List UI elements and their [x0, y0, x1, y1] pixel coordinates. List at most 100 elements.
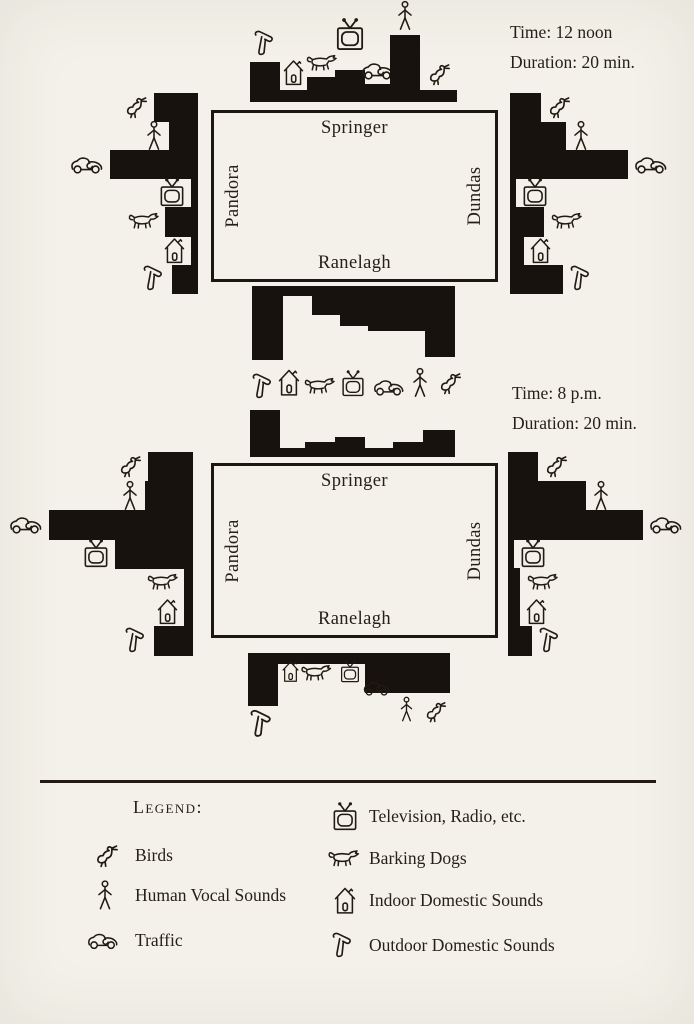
dog-icon: [299, 663, 332, 684]
bar-8pm-springer_top-outdoor_domestic: [250, 410, 280, 448]
tv-icon: [521, 178, 549, 208]
street-springer-noon: Springer: [321, 118, 388, 138]
legend-house-icon: [333, 885, 357, 916]
street-ranelagh-noon: Ranelagh: [317, 253, 392, 273]
bar-noon-pandora_left-barking_dogs: [165, 207, 198, 237]
house-icon: [281, 659, 300, 684]
bird-icon: [543, 454, 569, 479]
dog-icon: [145, 572, 179, 593]
bar-8pm-pandora_left-birds: [148, 452, 193, 482]
bar-noon-springer_top-human_vocal: [390, 35, 420, 90]
tv-icon: [340, 369, 366, 399]
bar-8pm-ranelagh_bottom-birds: [421, 664, 450, 693]
bar-noon-dundas_right-tv_radio: [510, 178, 516, 208]
bar-noon-pandora_left-traffic: [110, 150, 198, 180]
house-icon: [529, 236, 552, 265]
house-icon: [277, 367, 301, 398]
dog-icon: [304, 53, 338, 74]
legend-bird-icon: [93, 843, 120, 869]
legend-label-dog: Barking Dogs: [369, 848, 467, 868]
legend-label-hammer: Outdoor Domestic Sounds: [369, 935, 555, 955]
hammer-icon: [141, 263, 167, 294]
bar-8pm-springer_top-barking_dogs: [305, 442, 335, 448]
legend-label-car: Traffic: [135, 930, 183, 950]
bar-noon-dundas_right-birds: [510, 93, 541, 123]
duration-label-noon: Duration: 20 min.: [510, 52, 635, 72]
dog-icon: [525, 572, 559, 593]
legend-hammer-icon: [330, 930, 356, 961]
dog-icon: [126, 211, 160, 232]
bar-8pm-ranelagh_bottom-human_vocal: [393, 664, 421, 693]
legend-label-tv: Television, Radio, etc.: [369, 806, 526, 826]
bar-noon-springer_top-barking_dogs: [307, 77, 335, 90]
baseline-8pm-ranelagh_bottom: [248, 653, 450, 664]
bar-8pm-pandora_left-indoor_domestic: [184, 597, 193, 627]
bar-8pm-pandora_left-outdoor_domestic: [154, 626, 193, 656]
bar-noon-pandora_left-tv_radio: [191, 178, 198, 208]
bird-icon: [423, 700, 448, 724]
bar-noon-ranelagh_bottom-human_vocal: [425, 296, 455, 357]
bar-8pm-springer_top-birds: [423, 430, 455, 448]
baseline-noon-ranelagh_bottom: [252, 286, 455, 296]
legend-tv-icon: [331, 800, 359, 834]
hammer-icon: [248, 707, 276, 741]
person-icon: [591, 480, 611, 512]
bar-8pm-dundas_right-tv_radio: [508, 539, 514, 569]
bar-noon-dundas_right-barking_dogs: [510, 207, 544, 237]
bar-8pm-springer_top-tv_radio: [335, 437, 365, 448]
time-label-noon: Time: 12 noon: [510, 22, 613, 42]
tv-icon: [82, 539, 110, 569]
house-icon: [282, 58, 305, 87]
bar-8pm-pandora_left-human_vocal: [145, 481, 193, 511]
bird-icon: [123, 95, 149, 120]
legend-car-icon: [86, 930, 120, 951]
bird-icon: [546, 95, 572, 120]
bar-noon-dundas_right-human_vocal: [510, 121, 566, 151]
bar-noon-pandora_left-outdoor_domestic: [172, 264, 198, 294]
bar-noon-ranelagh_bottom-outdoor_domestic: [252, 296, 283, 360]
dog-icon: [302, 376, 336, 397]
tv-icon: [339, 659, 361, 685]
tv-icon: [334, 17, 366, 53]
legend-dog-icon: [326, 848, 360, 870]
legend-label-person: Human Vocal Sounds: [135, 885, 287, 905]
bar-noon-ranelagh_bottom-traffic: [368, 296, 425, 331]
car-icon: [633, 154, 669, 175]
person-icon: [571, 120, 591, 152]
bar-noon-springer_top-traffic: [365, 84, 390, 90]
bar-8pm-dundas_right-birds: [508, 452, 538, 482]
house-icon: [525, 597, 548, 626]
bar-noon-springer_top-outdoor_domestic: [250, 62, 280, 90]
street-springer-8pm: Springer: [321, 471, 388, 491]
person-icon: [398, 696, 415, 723]
bar-8pm-dundas_right-indoor_domestic: [508, 597, 520, 627]
bird-icon: [437, 371, 463, 396]
bar-noon-pandora_left-indoor_domestic: [191, 236, 198, 266]
legend-label-bird: Birds: [135, 845, 173, 865]
bar-noon-pandora_left-birds: [154, 93, 198, 123]
annotation-noon: Time: 12 noon Duration: 20 min.: [510, 17, 635, 77]
legend-title: Legend:: [133, 797, 203, 817]
street-pandora-noon: Pandora: [223, 164, 243, 228]
city-block-map-noon: Springer Ranelagh Pandora Dundas: [211, 110, 498, 282]
car-icon: [8, 514, 44, 535]
legend-divider: [40, 780, 656, 783]
street-dundas-8pm: Dundas: [465, 521, 485, 580]
street-ranelagh-8pm: Ranelagh: [317, 609, 392, 629]
baseline-noon-springer_top: [250, 90, 457, 102]
bar-noon-ranelagh_bottom-tv_radio: [340, 296, 368, 326]
bar-noon-ranelagh_bottom-barking_dogs: [312, 296, 340, 315]
person-icon: [120, 480, 140, 512]
bar-8pm-dundas_right-barking_dogs: [508, 568, 520, 598]
street-pandora-8pm: Pandora: [223, 518, 243, 583]
house-icon: [163, 236, 186, 265]
hammer-icon: [250, 371, 276, 402]
car-icon: [69, 154, 105, 175]
bar-noon-springer_top-tv_radio: [335, 70, 365, 90]
hammer-icon: [568, 263, 594, 294]
annotation-8pm: Time: 8 p.m. Duration: 20 min.: [512, 378, 637, 438]
hammer-icon: [252, 28, 278, 59]
legend-person-icon: [95, 879, 115, 912]
person-icon: [144, 120, 164, 152]
